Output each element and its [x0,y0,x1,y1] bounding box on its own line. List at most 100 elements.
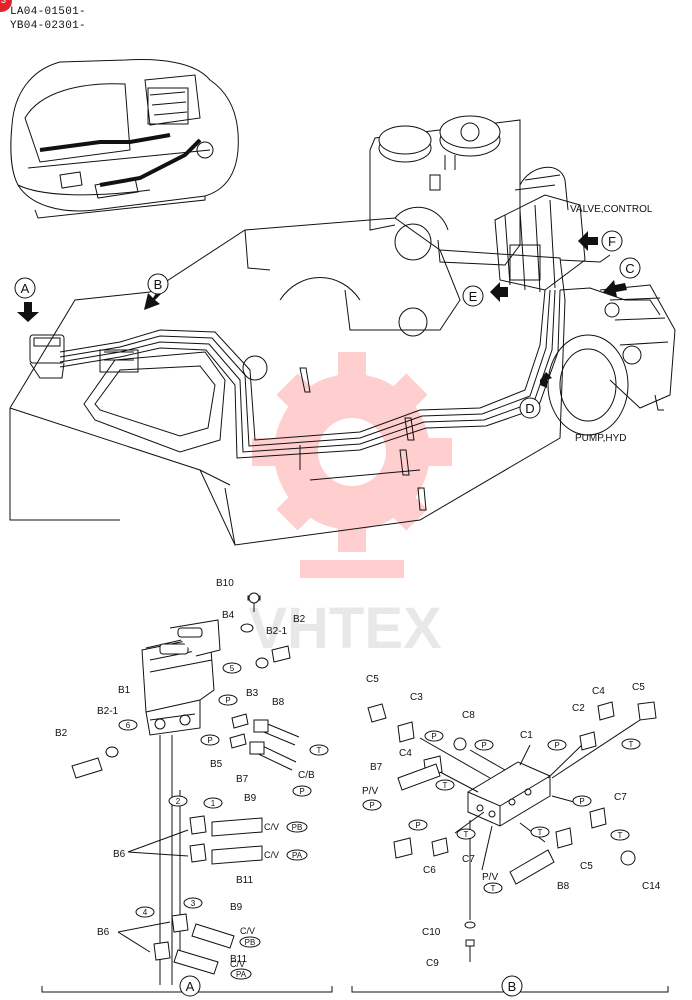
part-B2-1-left: B2-1 [97,706,119,717]
port-tag-text: T [443,781,448,790]
serial-range-2: YB04-02301- [10,20,86,32]
port-tag-text: PB [245,938,256,947]
callout-circle [462,285,484,307]
port-tag: P [424,730,444,742]
port-tag-text: P [415,821,420,830]
part-C7-a: C7 [614,792,627,803]
port-tag-text: P [481,741,486,750]
port-tag: P [408,819,428,831]
watermark-gear-icon [252,352,452,578]
detail-title-letter: B [508,979,517,994]
port-tag-text: T [538,828,543,837]
part-C6: C6 [423,865,436,876]
port-tag-text: P [207,736,212,745]
part-C10: C10 [422,927,441,938]
port-tag: P [292,785,312,797]
part-C8: C8 [462,710,475,721]
port-CV-4: C/V [230,959,245,969]
part-B4: B4 [222,610,235,621]
callout-A: A [14,277,36,299]
callout-circle [519,397,541,419]
port-tag: PB [239,936,261,948]
part-B1: B1 [118,685,131,696]
part-B6-top: B6 [113,849,126,860]
part-B2-left: B2 [55,728,68,739]
number-tag-text: 1 [211,799,216,808]
port-tag: T [610,829,630,841]
number-tag-text: 6 [126,721,131,730]
detail-title-circle [179,975,201,997]
number-tag-text: 2 [176,797,181,806]
port-tag: PB [286,821,308,833]
port-tag-text: P [431,732,436,741]
port-tag-text: T [317,746,322,755]
detail-a-labels: B10 B4 B2-1 B2 B1 B3 B8 B2-1 B2 B5 B7 B9… [55,578,315,969]
part-B9-bottom: B9 [230,902,243,913]
port-tag-text: P [554,741,559,750]
part-C5-b: C5 [632,682,645,693]
port-tag: T [456,828,476,840]
serial-range-1: LA04-01501- [10,6,86,18]
port-tag: T [309,744,329,756]
pump-hyd-label: PUMP,HYD [575,433,627,444]
valve-control-label: VALVE,CONTROL [570,204,653,215]
port-tag: P [362,799,382,811]
detail-a-drawing [41,592,333,993]
callout-letter: F [608,234,616,249]
detail-a-port-tags: P P T P PB PA PB PA [200,694,329,980]
port-tag: P [218,694,238,706]
part-C1: C1 [520,730,533,741]
callout-letter: C [625,261,634,276]
port-tag: T [621,738,641,750]
number-tag: 3 [183,897,203,909]
part-B2-top: B2 [293,614,306,625]
port-CV-1: C/V [264,822,279,832]
part-B8: B8 [557,881,570,892]
part-B6-bottom: B6 [97,927,110,938]
detail-b-port-tags: P P P P P P T T T T T T [362,730,641,894]
detail-a-title: A [179,975,201,997]
callout-B: B [147,273,169,295]
part-B2-1-top: B2-1 [266,626,288,637]
number-tag: 5 [222,662,242,674]
inset-excavator-view [10,59,239,219]
port-tag: P [474,739,494,751]
number-tag: 6 [118,719,138,731]
callout-E: E [462,285,484,307]
part-B11-bottom: B11 [230,954,247,965]
part-B7: B7 [370,762,383,773]
port-tag-text: T [629,740,634,749]
hydraulic-pump [547,284,676,436]
port-tag-text: PB [292,823,303,832]
port-tag-text: P [369,801,374,810]
callout-circle [147,273,169,295]
callout-circle [601,230,623,252]
part-B8: B8 [272,697,285,708]
detail-b-labels: C5 C3 C8 C1 C2 C4 C5 C4 B7 C7 C7 C6 C5 C… [362,674,661,969]
port-tag: T [530,826,550,838]
port-tag-text: T [618,831,623,840]
callout-circle [14,277,36,299]
port-tag-text: PA [292,851,303,860]
part-B10: B10 [216,578,234,589]
detail-title-circle [501,975,523,997]
number-tag-text: 4 [143,908,148,917]
callout-letter: D [525,401,534,416]
port-tag: T [435,779,455,791]
part-C9: C9 [426,958,439,969]
callout-C: C [619,257,641,279]
callout-F: F [601,230,623,252]
callout-circle [619,257,641,279]
port-tag: P [572,795,592,807]
callout-letter: E [469,289,478,304]
part-C5-a: C5 [366,674,379,685]
port-CB: C/B [298,770,315,781]
part-C7-b: C7 [462,854,475,865]
part-C14: C14 [642,881,661,892]
port-tag: P [200,734,220,746]
part-C4-b: C4 [399,748,412,759]
port-PV-1: P/V [362,786,378,797]
badge-text: 3 [1,0,7,5]
detail-b-title: B [501,975,523,997]
